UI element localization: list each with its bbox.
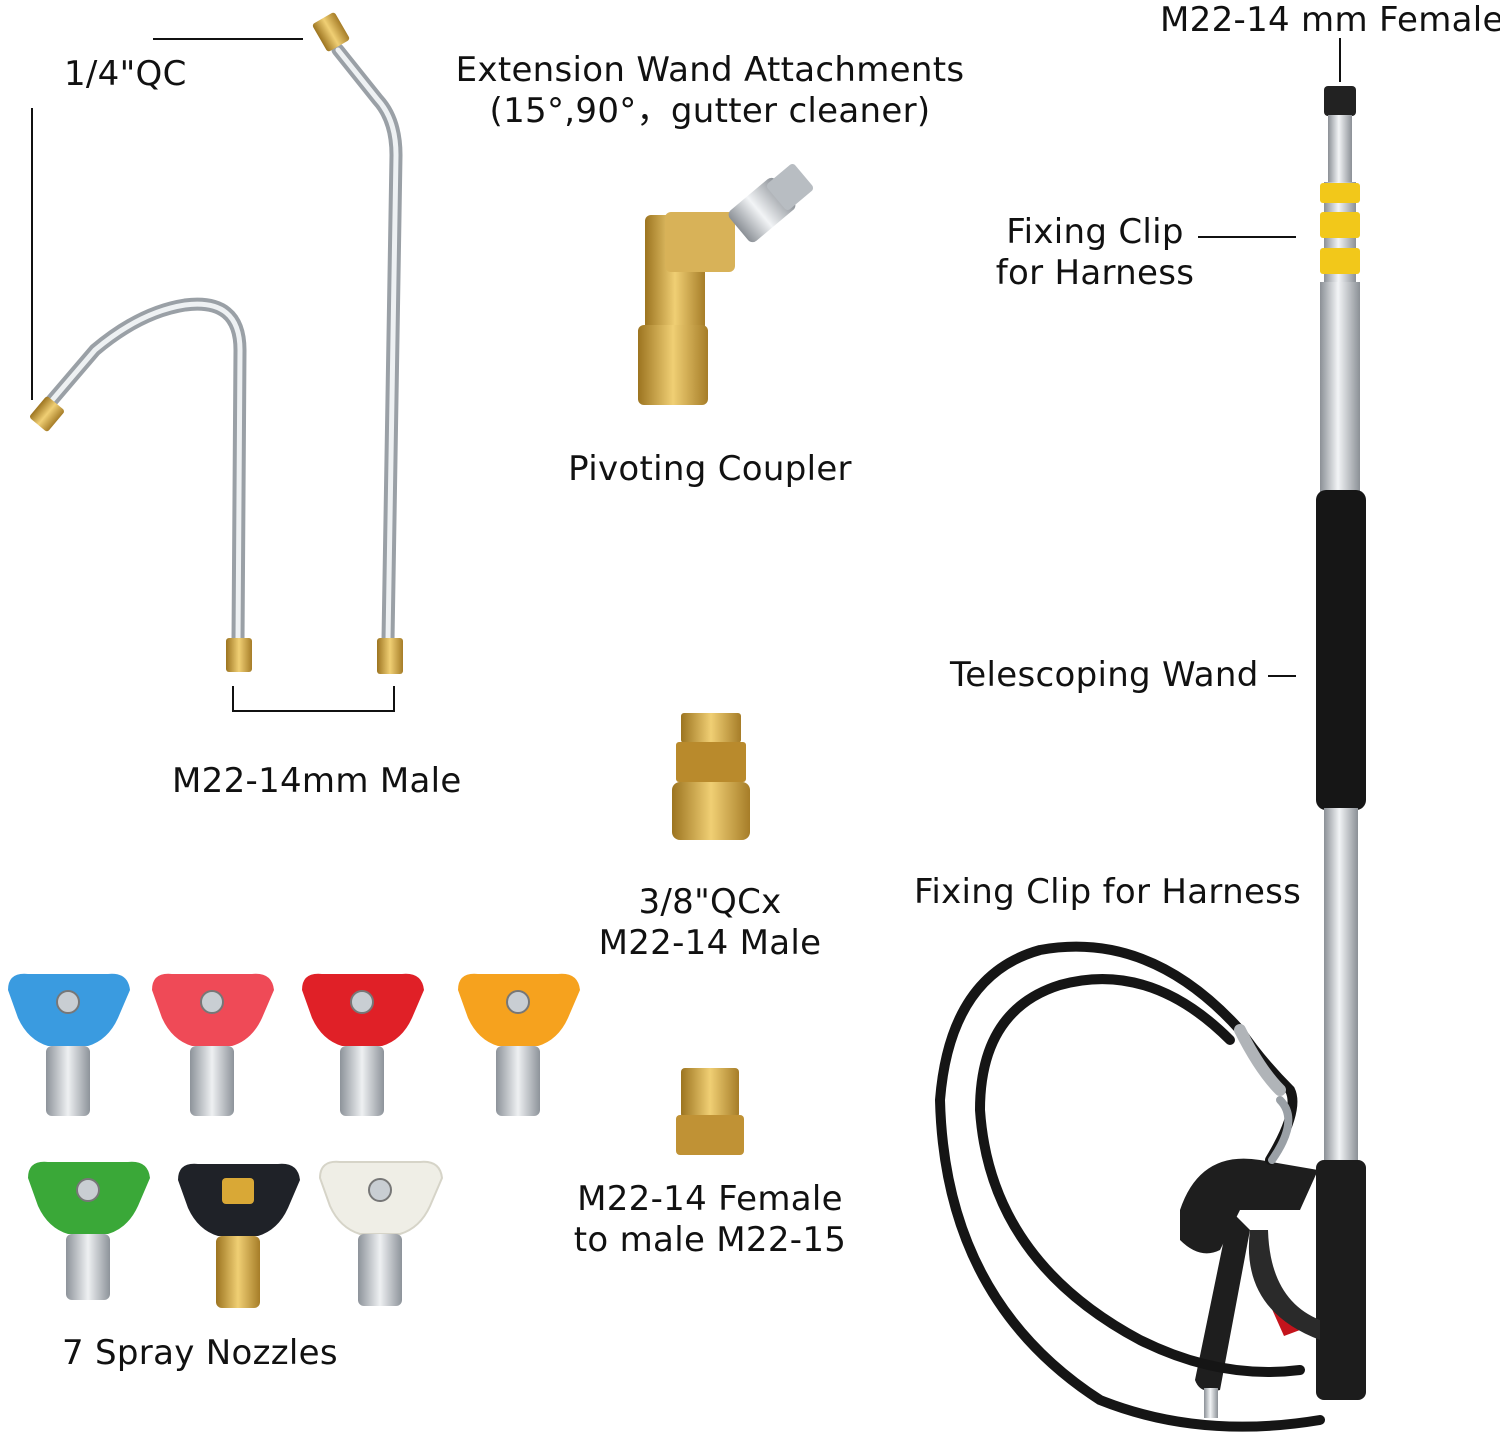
nozzle-green (28, 1161, 150, 1300)
nozzle-orange (458, 973, 580, 1116)
pressure-hose (934, 941, 1325, 1432)
nozzle-pink (152, 973, 274, 1116)
label-pivoting-coupler: Pivoting Coupler (568, 449, 852, 489)
nozzle-blue (8, 973, 130, 1116)
extension-wand-long (312, 12, 403, 674)
label-telescoping-wand: Telescoping Wand (950, 655, 1259, 695)
label-qc-adapter: 3/8"QCx M22-14 Male (560, 882, 860, 964)
spray-gun (1180, 1158, 1320, 1418)
label-fixing-clip-line-1: Fixing Clip (1006, 212, 1184, 252)
gutter-cleaner-wand (30, 297, 252, 672)
leader-lines (31, 38, 1341, 712)
label-extension-line-2: (15°,90°，gutter cleaner) (489, 91, 931, 131)
label-top-female: M22-14 mm Female (1160, 0, 1500, 40)
label-female-adapter-line-2: to male M22-15 (573, 1220, 847, 1260)
label-qc-adapter-line-1: 3/8"QCx (638, 882, 782, 922)
telescoping-wand (1316, 86, 1366, 1400)
m22-female-adapter (676, 1068, 744, 1155)
label-extension-line-1: Extension Wand Attachments (455, 50, 965, 90)
qc-adapter (672, 713, 750, 840)
nozzle-black (178, 1163, 300, 1308)
label-fixing-clip-line-2: for Harness (995, 253, 1195, 293)
label-extension-wand-attachments: Extension Wand Attachments (15°,90°，gutt… (450, 50, 970, 132)
label-female-adapter-line-1: M22-14 Female (577, 1179, 843, 1219)
nozzle-red (302, 973, 424, 1116)
nozzle-white (318, 1160, 444, 1306)
label-fixing-clip-harness: Fixing Clip for Harness (914, 872, 1302, 912)
pivoting-coupler (638, 164, 814, 405)
label-fixing-clip: Fixing Clip for Harness (990, 212, 1200, 294)
label-female-adapter: M22-14 Female to male M22-15 (550, 1179, 870, 1261)
spray-nozzles (8, 973, 580, 1308)
label-spray-nozzles: 7 Spray Nozzles (62, 1333, 338, 1373)
label-m22-male: M22-14mm Male (172, 761, 462, 801)
label-quarter-qc: 1/4"QC (64, 54, 187, 94)
label-qc-adapter-line-2: M22-14 Male (598, 923, 822, 963)
